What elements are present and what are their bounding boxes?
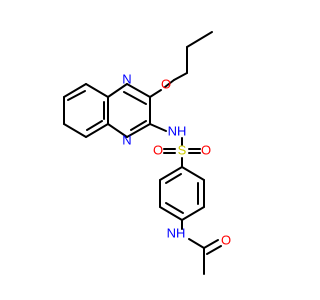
molecule-canvas: N N O NH S O O NH O	[63, 31, 231, 275]
bond-ph-6-double	[165, 173, 182, 184]
bond-ph-4-double	[165, 202, 184, 214]
atom-o-sulfonyl-left: O	[153, 142, 163, 157]
atom-o-carbonyl: O	[221, 232, 231, 247]
bond-c2-nh	[149, 123, 167, 132]
bond-o-c-ring	[149, 89, 162, 98]
atom-nh-amide: NH	[167, 225, 186, 240]
bond-c3-n4	[126, 83, 151, 98]
bond-benzo-2	[63, 83, 87, 98]
bonds	[63, 31, 222, 275]
molecule-structure: N N O NH S O O NH O	[63, 31, 231, 275]
bond-benzo-5-double	[86, 120, 103, 131]
bond-nh-carbonyl	[188, 238, 205, 249]
bond-ph-3	[181, 206, 205, 221]
bond-benzo-1	[85, 83, 109, 98]
atom-o-ether: O	[161, 76, 171, 91]
atom-s-sulfonyl: S	[178, 142, 187, 157]
bond-n4-c4a	[107, 83, 128, 98]
atom-o-sulfonyl-right: O	[201, 142, 211, 157]
bond-benzo-2-double	[67, 90, 86, 101]
bond-c8a-n1	[107, 123, 128, 138]
bond-n1-c2	[126, 123, 151, 138]
bond-c-o	[203, 239, 219, 249]
bond-benzo-5	[85, 123, 109, 138]
atom-n-ring-top: N	[122, 71, 131, 86]
bond-c-o-ether	[164, 79, 175, 88]
bond-propyl-3	[173, 72, 188, 81]
atom-labels: N N O NH S O O NH O	[122, 71, 231, 247]
bond-benzo-4	[63, 123, 87, 138]
bond-n1-c2-double	[130, 120, 147, 131]
bond-propyl-1	[186, 31, 213, 48]
bond-ph-1	[181, 166, 205, 181]
atom-nh-amine: NH	[168, 123, 187, 138]
bond-ph-6	[159, 166, 183, 181]
bond-c3-n4-double	[123, 91, 147, 105]
bond-c-o-double	[206, 245, 222, 255]
bond-ph-4	[159, 206, 183, 221]
atom-n-ring-bottom: N	[122, 132, 131, 147]
